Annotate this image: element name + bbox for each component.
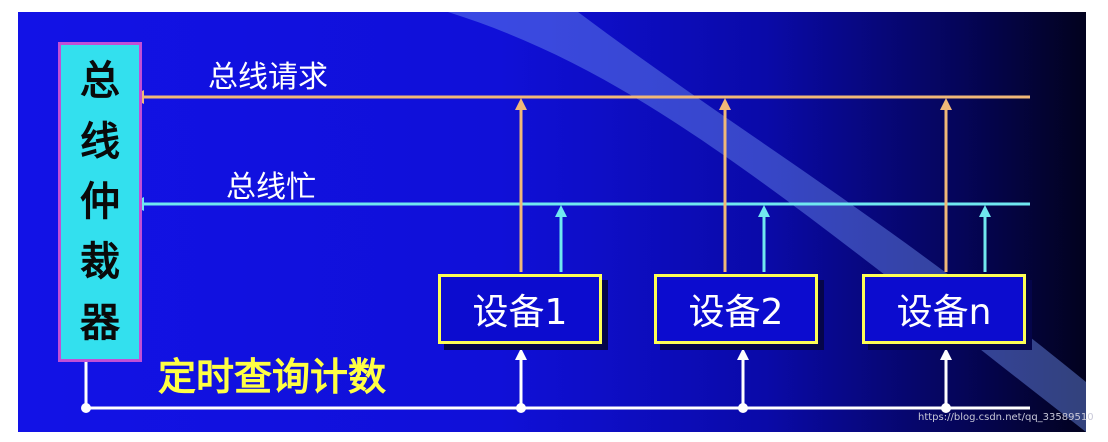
arbiter-char: 器 [80, 299, 120, 346]
counter-label: 定时查询计数 [158, 355, 387, 399]
device-2: 设备2 [654, 274, 818, 344]
bus-request-label: 总线请求 [208, 60, 328, 95]
device-1: 设备1 [438, 274, 602, 344]
watermark: https://blog.csdn.net/qq_33589510 [918, 412, 1094, 423]
decorative-swoosh [448, 12, 1086, 432]
arbiter-char: 线 [80, 118, 120, 165]
bus-arbiter-box: 总 线 仲 裁 器 [58, 42, 142, 362]
slide-background: 总 线 仲 裁 器 总线请求 总线忙 设备1 设备2 设备n 定时查询计数 ht… [18, 12, 1094, 432]
arbiter-char: 仲 [80, 178, 120, 225]
bus-lines [81, 12, 1086, 432]
bus-busy-label: 总线忙 [226, 170, 316, 205]
device-n: 设备n [862, 274, 1026, 344]
arbiter-char: 裁 [80, 239, 120, 286]
arbiter-char: 总 [80, 58, 120, 105]
